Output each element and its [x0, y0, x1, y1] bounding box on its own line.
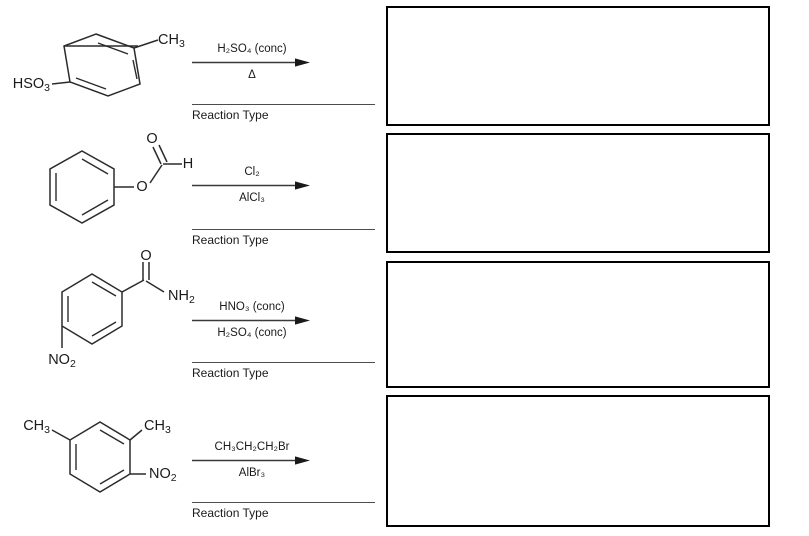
reaction-type-answer-1[interactable]: Reaction Type: [192, 104, 375, 123]
structure-3-nitrobenzamide: O NH2 NO2: [30, 248, 195, 390]
reagent-above-arrow: HNO₃ (conc): [219, 301, 285, 313]
reaction-arrow-icon: [192, 316, 312, 325]
reagent-arrow-3: HNO₃ (conc) H₂SO₄ (conc): [192, 300, 312, 341]
reaction-type-answer-2[interactable]: Reaction Type: [192, 229, 375, 248]
label-formyl-hydrogen: H: [183, 156, 193, 172]
structure-phenyl-formate: O O H: [30, 131, 195, 256]
reaction-row-4: CH3 CH3 NO2 CH₃CH₂CH₂Br AlBr₃ Reaction T: [0, 390, 380, 536]
reaction-type-label: Reaction Type: [192, 366, 269, 380]
label-methyl: CH3: [158, 32, 185, 50]
structure-4-methylbenzenesulfonic-acid: CH3 HSO3: [13, 0, 195, 131]
reagent-below-arrow: AlBr₃: [238, 467, 266, 479]
reaction-row-2: O O H Cl₂ AlCl₃: [0, 131, 380, 256]
reaction-arrow-icon: [192, 181, 312, 190]
label-methyl-para: CH3: [23, 418, 50, 436]
answer-box-4[interactable]: [386, 395, 770, 527]
reagent-above-arrow: H₂SO₄ (conc): [217, 43, 287, 55]
reaction-arrow-icon: [192, 58, 312, 67]
reaction-type-label: Reaction Type: [192, 233, 269, 247]
label-carbonyl-oxygen: O: [140, 248, 151, 264]
reagent-arrow-4: CH₃CH₂CH₂Br AlBr₃: [192, 440, 312, 481]
answer-box-2[interactable]: [386, 133, 770, 253]
reaction-type-answer-3[interactable]: Reaction Type: [192, 362, 375, 381]
reaction-row-3: O NH2 NO2 HNO₃ (conc) H₂SO₄ (conc) React: [0, 248, 380, 390]
answer-line[interactable]: [192, 502, 375, 503]
label-nitro: NO2: [149, 466, 177, 484]
answer-box-1[interactable]: [386, 6, 770, 126]
reagent-below-arrow: H₂SO₄ (conc): [217, 327, 287, 339]
label-methyl-ortho: CH3: [144, 418, 171, 436]
benzene-ring-drawing: CH3 HSO3: [13, 32, 185, 97]
benzene-ring-drawing: O NH2 NO2: [48, 248, 195, 370]
answer-line[interactable]: [192, 362, 375, 363]
label-nitro: NO2: [48, 352, 76, 370]
reaction-type-answer-4[interactable]: Reaction Type: [192, 502, 375, 521]
label-carbonyl-oxygen: O: [146, 131, 157, 147]
reagent-above-arrow: Cl₂: [244, 166, 260, 178]
answer-line[interactable]: [192, 229, 375, 230]
structure-2-4-dimethylnitrobenzene: CH3 CH3 NO2: [23, 390, 195, 536]
reaction-arrow-icon: [192, 456, 312, 465]
reagent-below-arrow: AlCl₃: [239, 192, 265, 204]
answer-line[interactable]: [192, 104, 375, 105]
reagent-below-arrow: Δ: [248, 69, 256, 81]
reagent-above-arrow: CH₃CH₂CH₂Br: [214, 441, 290, 453]
benzene-ring-drawing: O O H: [49, 131, 193, 224]
reaction-row-1: CH3 HSO3 H₂SO₄ (conc) Δ Reaction Type: [0, 0, 380, 131]
reaction-type-label: Reaction Type: [192, 506, 269, 520]
reagent-arrow-2: Cl₂ AlCl₃: [192, 165, 312, 206]
label-sulfonic-acid: HSO3: [13, 76, 50, 94]
label-ester-oxygen: O: [136, 179, 147, 195]
label-amide-nitrogen: NH2: [168, 288, 195, 306]
reaction-type-label: Reaction Type: [192, 108, 269, 122]
reagent-arrow-1: H₂SO₄ (conc) Δ: [192, 42, 312, 83]
answer-box-3[interactable]: [386, 261, 770, 388]
benzene-ring-drawing: CH3 CH3 NO2: [23, 418, 177, 493]
